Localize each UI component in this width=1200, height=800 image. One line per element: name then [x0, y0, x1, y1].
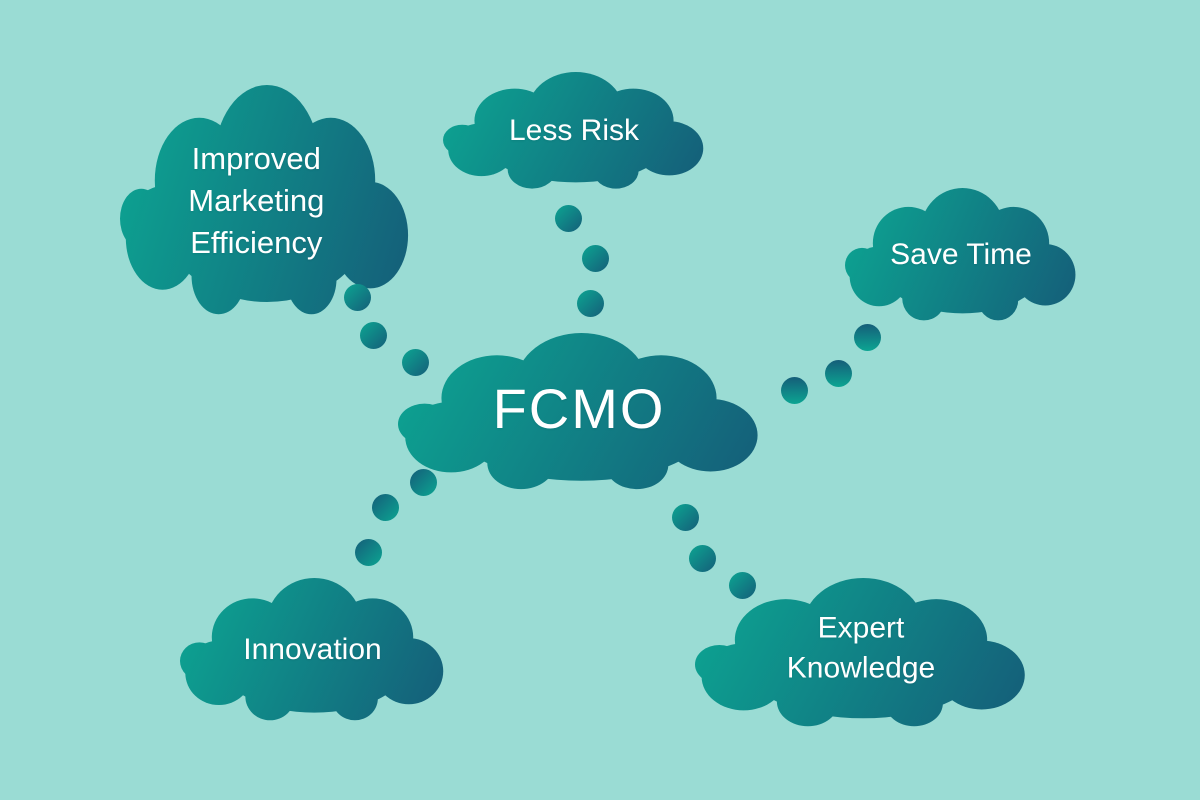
node-label-expert-knowledge: Expert Knowledge: [786, 611, 936, 685]
center-node-label: FCMO: [492, 377, 666, 441]
connector-dot: [555, 205, 582, 232]
connector-dot: [402, 349, 429, 376]
connector-dot: [672, 504, 699, 531]
node-label-improved-marketing-efficiency: Improved Marketing Efficiency: [188, 141, 325, 260]
connector-dot: [854, 324, 881, 351]
cloud-center-fcmo: FCMO: [398, 333, 760, 491]
cloud-shape: [398, 333, 758, 490]
node-label-save-time: Save Time: [890, 237, 1032, 271]
cloud-innovation: Innovation: [180, 578, 445, 722]
cloud-expert-knowledge: Expert Knowledge: [695, 578, 1027, 728]
connector-dot: [372, 494, 399, 521]
connector-dot: [355, 539, 382, 566]
cloud-shape: [695, 578, 1025, 727]
connector-dot: [781, 377, 808, 404]
cloud-shape: [845, 188, 1076, 321]
connector-dot: [360, 322, 387, 349]
connector-dot: [729, 572, 756, 599]
connector-dot: [410, 469, 437, 496]
connector-dot: [344, 284, 371, 311]
node-label-innovation: Innovation: [243, 632, 382, 666]
connector-dot: [825, 360, 852, 387]
connector-dot: [582, 245, 609, 272]
cloud-shape: [180, 578, 444, 721]
cloud-improved-marketing-efficiency: Improved Marketing Efficiency: [120, 85, 410, 317]
connector-dot: [689, 545, 716, 572]
cloud-less-risk: Less Risk: [443, 72, 705, 190]
cloud-shape: [443, 72, 704, 189]
connector-dot: [577, 290, 604, 317]
node-label-less-risk: Less Risk: [508, 113, 640, 147]
cloud-shape: [120, 85, 409, 315]
cloud-save-time: Save Time: [845, 188, 1077, 322]
